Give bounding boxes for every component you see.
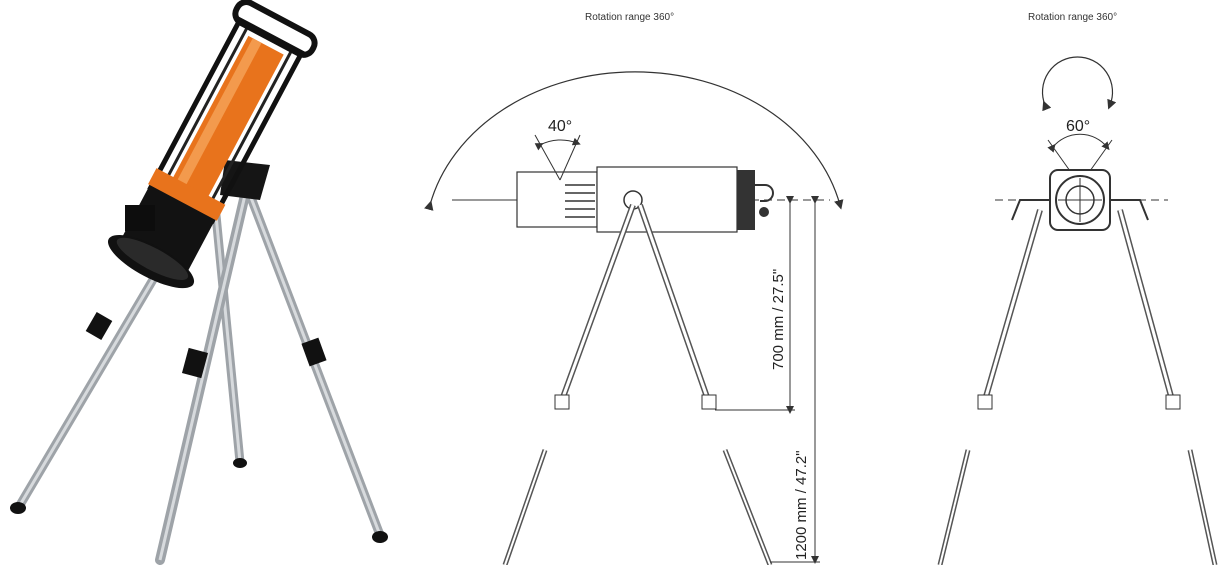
rotation-caption-side: Rotation range 360° [585, 12, 675, 23]
rotation-arc [424, 71, 844, 211]
product-photo [0, 0, 400, 565]
rotation-caption-front: Rotation range 360° [1028, 12, 1118, 23]
front-view-diagram: Rotation range 360° 60° [900, 0, 1229, 565]
side-view-drawing [424, 71, 844, 565]
height-short-label: 700 mm / 27.5" [770, 268, 787, 370]
rotation-circle-arrow [1041, 56, 1117, 112]
height-tall-label: 1200 mm / 47.2" [793, 450, 810, 560]
tilt-angle-front: 60° [1066, 118, 1091, 135]
side-view-diagram: Rotation range 360° 40° 700 mm / 27.5" 1… [400, 0, 880, 565]
front-view-drawing [937, 56, 1218, 565]
tilt-angle-side: 40° [548, 118, 573, 135]
telescope-on-tripod-icon [10, 0, 388, 565]
